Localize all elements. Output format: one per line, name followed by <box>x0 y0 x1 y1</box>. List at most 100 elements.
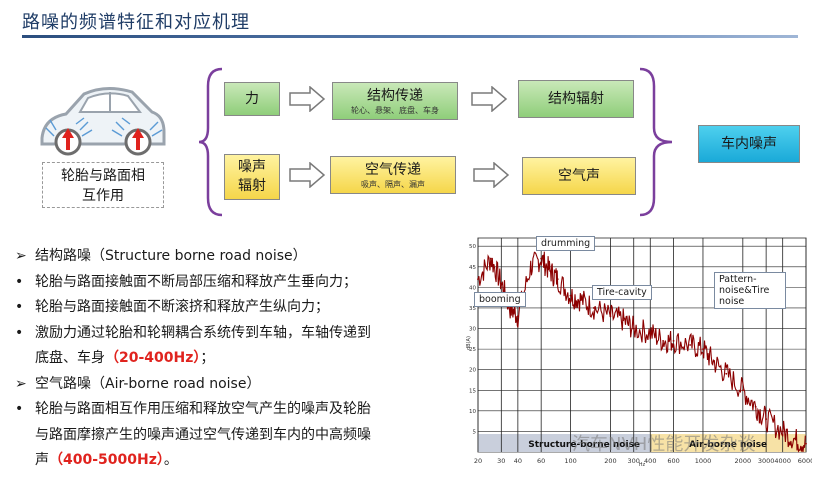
x-tick-label: 4000 <box>774 457 791 465</box>
x-tick-label: 20 <box>474 457 482 465</box>
spectrum-point <box>632 327 635 330</box>
bullet-item: 底盘、车身（20-400Hz）； <box>15 346 455 372</box>
spectrum-point <box>556 278 559 281</box>
y-tick-label: 40 <box>469 285 476 291</box>
spectrum-point <box>702 348 704 351</box>
arrow-right-icon <box>289 86 326 112</box>
bullet-mark: ➢ <box>15 375 27 392</box>
air-transfer-label: 空气传递 <box>365 162 421 178</box>
page-title: 路噪的频谱特征和对应机理 <box>22 12 250 33</box>
frequency-range: （400-5000Hz） <box>49 452 164 468</box>
bullet-mark: • <box>15 401 24 417</box>
label-line-1: 轮胎与路面相 <box>61 168 145 184</box>
left-bracket <box>198 67 223 217</box>
x-tick-label: 30 <box>497 457 505 465</box>
bullet-mark: • <box>15 273 24 290</box>
structure-radiation-label: 结构辐射 <box>548 91 604 107</box>
structure-band-label: Structure-borne noise <box>528 440 640 450</box>
y-axis-label: dB(A) <box>466 336 472 350</box>
bullet-mark: ➢ <box>15 248 27 264</box>
label-line-2: 互作用 <box>82 188 124 204</box>
x-tick-label: 200 <box>604 457 616 465</box>
bullet-mark: • <box>15 324 24 341</box>
tire-cavity-annotation: Tire-cavity <box>592 285 652 300</box>
bullet-item: • 激励力通过轮胎和轮辋耦合系统传到车轴，车轴传递到 <box>15 321 455 347</box>
bullet-text: 轮胎与路面接触面不断局部压缩和释放产生垂向力； <box>35 273 357 290</box>
bullet-mark: • <box>15 299 24 315</box>
noise-radiation-line-2: 辐射 <box>238 178 266 194</box>
arrow-right-icon <box>473 162 510 188</box>
spectrum-point <box>569 294 572 297</box>
air-transfer-sub: 吸声、隔声、漏声 <box>361 180 425 189</box>
y-tick-label: 50 <box>469 244 476 250</box>
bullet-tail: ； <box>200 350 215 366</box>
x-tick-label: 100 <box>564 457 576 465</box>
bullet-item: 声（400-5000Hz）。 <box>15 448 455 474</box>
air-noise-box: 空气声 <box>522 157 636 195</box>
y-tick-label: 5 <box>473 429 477 435</box>
car-icon <box>40 87 166 156</box>
x-tick-label: 60 <box>537 457 545 465</box>
spectrum-point <box>781 430 784 433</box>
right-bracket <box>639 67 673 217</box>
car-illustration <box>36 80 170 208</box>
bullet-item: 与路面摩擦产生的噪声通过空气传递到车内的中高频噪 <box>15 423 455 449</box>
structure-transfer-label: 结构传递 <box>367 88 423 104</box>
x-tick-label: 400 <box>644 457 656 465</box>
x-tick-label: 1000 <box>695 457 712 465</box>
structure-transfer-sub: 轮心、悬架、底盘、车身 <box>351 106 439 115</box>
x-tick-label: 600 <box>667 457 679 465</box>
bullet-text: 与路面摩擦产生的噪声通过空气传递到车内的中高频噪 <box>35 426 371 443</box>
arrow-right-icon <box>471 86 508 112</box>
bullet-item: ➢ 结构路噪（Structure borne road noise） <box>15 244 455 270</box>
spectrum-point <box>540 257 543 260</box>
y-tick-label: 10 <box>469 409 476 415</box>
spectrum-point <box>689 344 692 346</box>
spectrum-point <box>805 442 807 445</box>
airborne-band <box>650 434 806 452</box>
spectrum-point <box>489 257 492 260</box>
bullet-item: ➢ 空气路噪（Air-borne road noise） <box>15 372 455 398</box>
x-tick-label: 40 <box>514 457 522 465</box>
frequency-range: （20-400Hz） <box>105 350 201 366</box>
spectrum-point <box>712 360 715 363</box>
structure-transfer-box: 结构传递 轮心、悬架、底盘、车身 <box>332 82 458 120</box>
bullet-text: 底盘、车身 <box>35 350 105 366</box>
title-divider <box>22 35 798 38</box>
y-tick-label: 35 <box>469 306 476 312</box>
bullet-text: 轮胎与路面相互作用压缩和释放空气产生的噪声及轮胎 <box>35 401 371 417</box>
spectrum-point <box>649 331 652 334</box>
spectrum-point <box>529 265 532 268</box>
spectrum-point <box>754 405 757 408</box>
air-transfer-box: 空气传递 吸声、隔声、漏声 <box>330 156 456 194</box>
bullet-text: 轮胎与路面接触面不断滚挤和释放产生纵向力； <box>35 299 329 315</box>
spectrum-point <box>477 278 479 281</box>
spectrum-point <box>500 282 503 285</box>
noise-radiation-box: 噪声 辐射 <box>224 154 280 200</box>
spectrum-point <box>609 315 612 318</box>
x-tick-label: 6000 <box>798 457 812 465</box>
bullet-item: • 轮胎与路面接触面不断局部压缩和释放产生垂向力； <box>15 270 455 296</box>
spectrum-point <box>549 270 551 272</box>
pattern-noise-annotation: Pattern-noise&Tire noise <box>714 272 786 309</box>
cabin-noise-label: 车内噪声 <box>721 136 777 152</box>
x-tick-label: 3000 <box>758 457 775 465</box>
bullet-list: ➢ 结构路噪（Structure borne road noise） • 轮胎与路面接… <box>15 244 455 474</box>
spectrum-point <box>765 418 768 420</box>
bullet-text: 声 <box>35 452 49 468</box>
y-tick-label: 45 <box>469 265 476 271</box>
booming-annotation: booming <box>474 292 526 307</box>
watermark: 汽车NVH性能开发杂谈 <box>572 434 756 455</box>
x-tick-label: 300 <box>628 457 640 465</box>
spectrum-point <box>509 307 512 309</box>
bullet-text: 结构路噪（Structure borne road noise） <box>35 248 307 264</box>
spectrum-point <box>662 339 665 342</box>
bullet-item: • 轮胎与路面接触面不断滚挤和释放产生纵向力； <box>15 295 455 321</box>
y-tick-label: 30 <box>469 327 476 333</box>
y-tick-label: 15 <box>469 388 476 394</box>
bullet-text: 空气路噪（Air-borne road noise） <box>35 375 261 392</box>
spectrum-point <box>725 372 728 375</box>
tire-road-interaction-label: 轮胎与路面相 互作用 <box>42 162 164 208</box>
y-tick-label: 25 <box>469 347 476 353</box>
bullet-text: 激励力通过轮胎和轮辋耦合系统传到车轴，车轴传递到 <box>35 324 371 341</box>
